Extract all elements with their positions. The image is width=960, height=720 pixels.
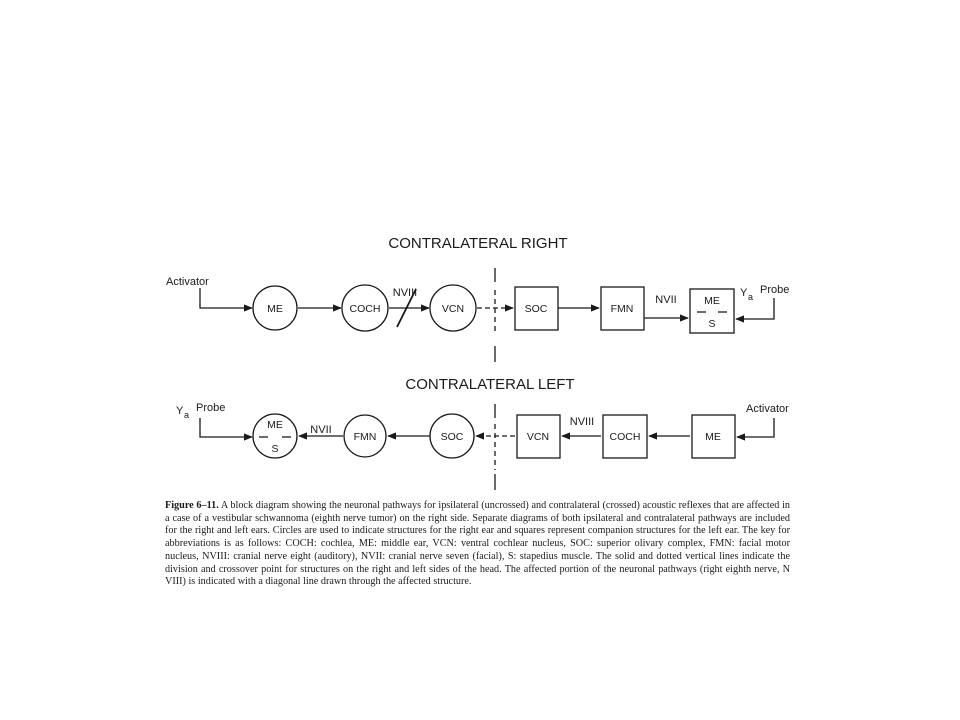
left-coch-node: COCH: [602, 414, 648, 459]
svg-text:Y: Y: [176, 405, 184, 417]
left-nviii-label: NVIII: [570, 416, 594, 428]
left-probe-label: Y a Probe: [176, 402, 225, 420]
left-activator-label: Activator: [746, 403, 789, 415]
right-soc-label: SOC: [525, 303, 548, 315]
left-probe-arrow: [199, 418, 253, 441]
svg-text:Probe: Probe: [760, 284, 789, 296]
left-me-label: ME: [705, 431, 721, 443]
left-coch-label: COCH: [610, 431, 641, 443]
left-me-s-node: ME S: [252, 413, 298, 459]
left-section-title: CONTRALATERAL LEFT: [405, 376, 574, 393]
left-soc-label: SOC: [441, 431, 464, 443]
left-soc-node: SOC: [429, 413, 475, 459]
svg-text:Y: Y: [740, 287, 748, 299]
right-me-s-bottom-label: S: [708, 318, 715, 330]
right-probe-label: Y a Probe: [740, 284, 789, 302]
left-activator-arrow: [736, 418, 775, 441]
left-vcn-node: VCN: [516, 414, 561, 459]
right-coch-label: COCH: [350, 303, 381, 315]
right-activator-arrow: [199, 288, 253, 312]
left-nvii-label: NVII: [310, 424, 331, 436]
figure-caption-text: A block diagram showing the neuronal pat…: [165, 500, 791, 588]
left-fmn-node: FMN: [343, 414, 387, 458]
right-coch-node: COCH: [341, 284, 389, 332]
right-nvii-label: NVII: [655, 294, 676, 306]
svg-text:Probe: Probe: [196, 402, 225, 414]
figure-caption: Figure 6–11. A block diagram showing the…: [165, 500, 790, 589]
right-me-s-top-label: ME: [704, 295, 720, 307]
right-probe-arrow: [735, 298, 775, 323]
left-me-s-top-label: ME: [267, 419, 283, 431]
left-pathway-row: Y a Probe ME S NVII FMN SOC VCN NV: [176, 402, 789, 459]
left-fmn-label: FMN: [354, 431, 377, 443]
right-section-title: CONTRALATERAL RIGHT: [388, 235, 567, 252]
right-me-label: ME: [267, 303, 283, 315]
right-pathway-row: Activator ME COCH NVIII VCN SOC FMN N: [166, 276, 789, 334]
right-fmn-label: FMN: [611, 303, 634, 315]
svg-text:a: a: [748, 292, 753, 302]
left-vcn-label: VCN: [527, 431, 549, 443]
left-me-node: ME: [691, 414, 736, 459]
right-vcn-label: VCN: [442, 303, 464, 315]
affected-nerve-slash: [396, 288, 417, 328]
svg-text:a: a: [184, 410, 189, 420]
left-me-s-bottom-label: S: [271, 443, 278, 455]
right-activator-label: Activator: [166, 276, 209, 288]
right-me-node: ME: [252, 285, 298, 331]
right-nviii-label: NVIII: [393, 287, 417, 299]
right-vcn-node: VCN: [429, 284, 477, 332]
right-me-s-node: ME S: [689, 288, 735, 334]
right-fmn-node: FMN: [600, 286, 645, 331]
figure-label: Figure 6–11.: [165, 500, 219, 511]
right-soc-node: SOC: [514, 286, 559, 331]
